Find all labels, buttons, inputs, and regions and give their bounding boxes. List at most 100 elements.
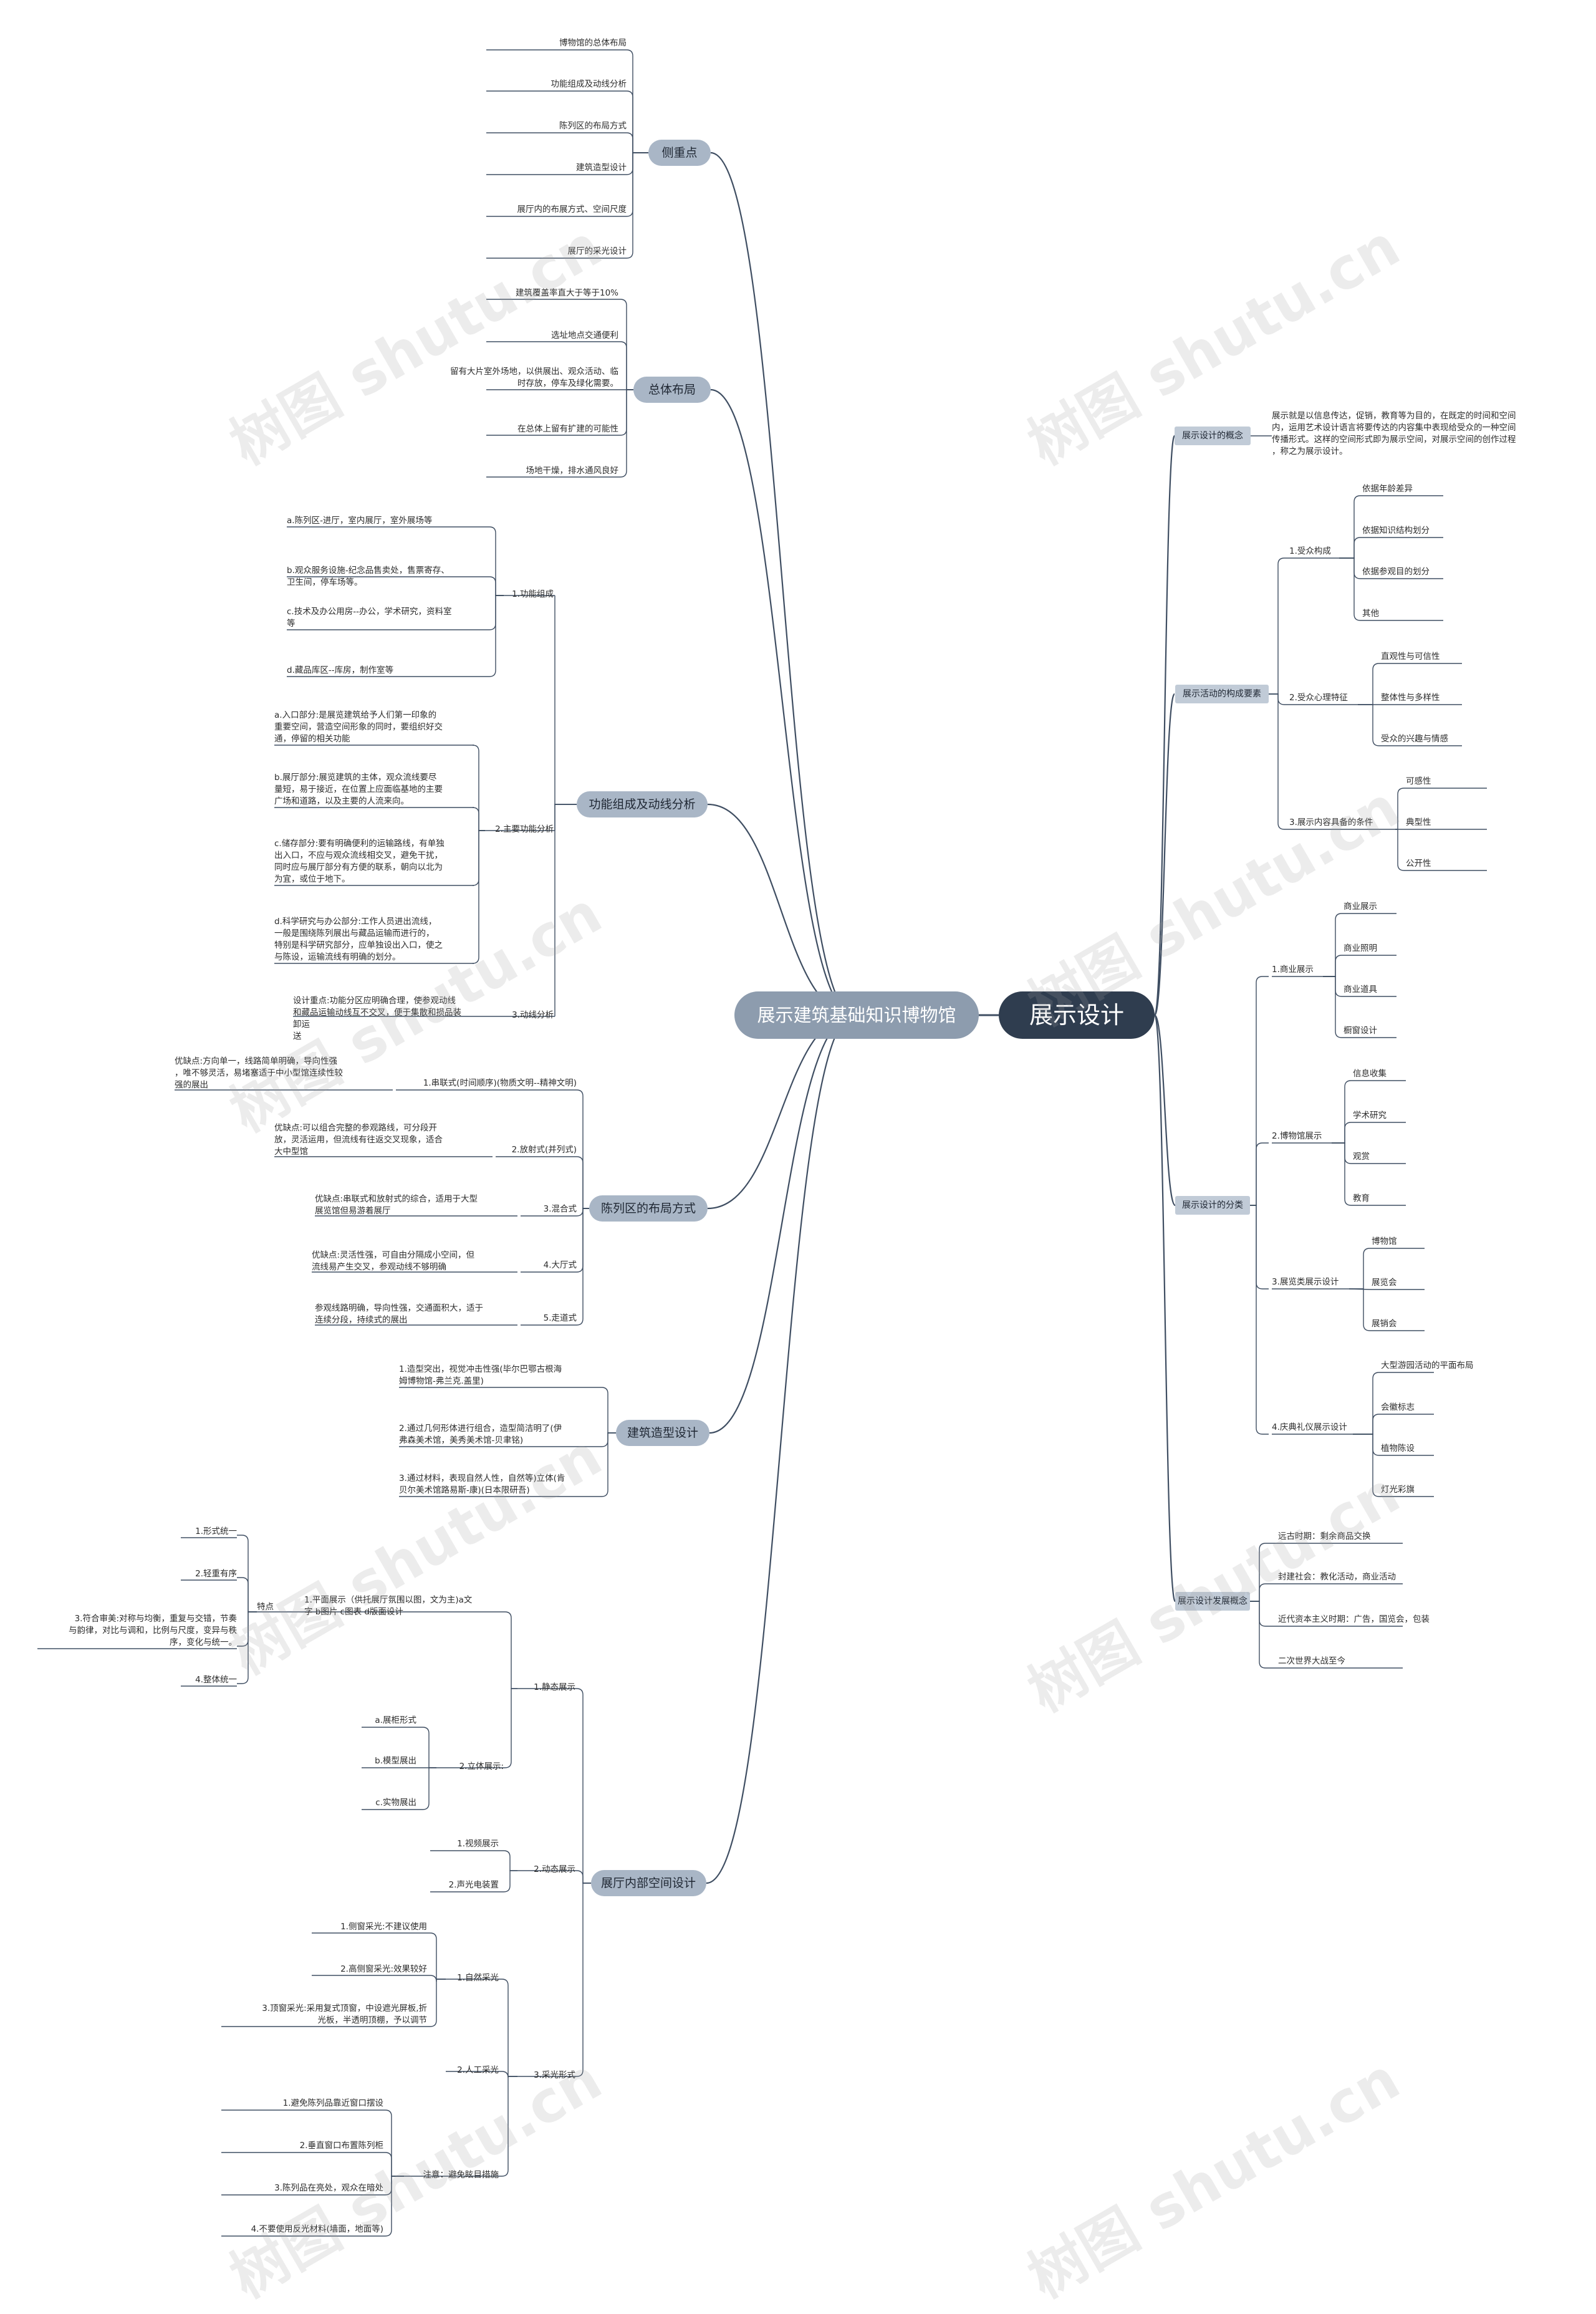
bracket-connector	[1353, 1414, 1381, 1435]
natural-light-item: 1.侧窗采光:不建议使用	[340, 1922, 427, 1932]
focus-item: 陈列区的布局方式	[559, 121, 627, 131]
function-composition-item: c.技术及办公用房--办公，学术研究，资料室 等	[287, 607, 452, 629]
architecture-form-item: 2.通过几何形体进行组合，造型简洁明了(伊 弗森美术馆，美秀美术馆-贝聿铭)	[399, 1424, 562, 1445]
glare-note-item: 3.陈列品在亮处，观众在暗处	[274, 2183, 383, 2193]
root-node-museum[interactable]: 展示建筑基础知识博物馆	[734, 991, 979, 1039]
bracket-connector	[626, 90, 648, 153]
flat-display-label: 1.平面展示（供托展厅氛围以图，文为主)a文 字 b图片 c图表 d版面设计	[304, 1595, 473, 1617]
glare-note-item: 2.垂直窗口布置陈列柜	[299, 2141, 383, 2151]
display-layout-label: 5.走道式	[543, 1313, 577, 1323]
focus-item: 功能组成及动线分析	[550, 79, 627, 89]
main-function-item: b.展厅部分:展览建筑的主体，观众流线要尽 量短，易于接近，在位置上应面临基地的…	[274, 773, 443, 806]
branch-focus[interactable]: 侧重点	[648, 140, 711, 166]
bracket-connector	[1332, 1142, 1353, 1164]
flat-display-feature: 4.整体统一	[195, 1675, 237, 1685]
category-item: 展览会	[1372, 1278, 1397, 1288]
activity-element-item: 公开性	[1406, 859, 1431, 869]
lighting-form-label: 3.采光形式	[534, 2070, 575, 2080]
dynamic-display-item: 1.视频展示	[457, 1839, 499, 1849]
display-layout-label: 4.大厅式	[543, 1260, 577, 1270]
natural-light-item: 2.高侧窗采光:效果较好	[340, 1964, 427, 1974]
bracket-connector	[383, 2176, 404, 2196]
category-label: 4.庆典礼仪展示设计	[1272, 1422, 1347, 1432]
bracket-connector	[383, 2109, 404, 2177]
function-composition-label: 1.功能组成	[512, 589, 554, 599]
branch-design-concept[interactable]: 展示设计的概念	[1175, 427, 1251, 445]
history-item: 封建社会：教化活动，商业活动	[1278, 1572, 1396, 1582]
focus-item: 展厅的采光设计	[567, 246, 627, 256]
site-layout-item: 留有大片室外场地，以供展出、观众活动、临 时存放，停车及绿化需要。	[450, 367, 618, 388]
category-item: 商业道具	[1344, 985, 1377, 995]
branch-design-categories[interactable]: 展示设计的分类	[1175, 1196, 1250, 1215]
bracket-connector	[1269, 557, 1289, 695]
activity-element-item: 依据知识结构划分	[1362, 526, 1430, 536]
bracket-connector	[598, 1432, 616, 1497]
category-label: 2.博物馆展示	[1272, 1131, 1322, 1141]
bracket-connector	[1250, 1543, 1272, 1602]
function-composition-item: d.藏品库区--库房，制作室等	[287, 665, 394, 675]
category-item: 商业照明	[1344, 943, 1377, 953]
display-layout-desc: 参观线路明确，导向性强，交通面积大，适于 连续分段，持续式的展出	[315, 1303, 483, 1325]
architecture-form-item: 3.通过材料，表现自然人性，自然等)立体(肯 贝尔美术馆路易斯-康)(日本限研吾…	[399, 1473, 565, 1495]
artificial-light-label: 2.人工采光	[457, 2065, 499, 2075]
bracket-connector	[1358, 704, 1381, 746]
activity-element-item: 整体性与多样性	[1381, 693, 1440, 703]
branch-connector	[1153, 693, 1176, 1016]
main-function-item: a.入口部分:是展览建筑给予人们第一印象的 重要空间，营造空间形象的同时，要组织…	[274, 710, 443, 744]
display-layout-desc: 优缺点:串联式和放射式的综合，适用于大型 展览馆但易游着展厅	[315, 1194, 478, 1216]
bracket-connector	[472, 807, 485, 831]
bracket-connector	[620, 389, 633, 478]
branch-activity-elements[interactable]: 展示活动的构成要素	[1175, 685, 1269, 703]
three-d-display-label: 2.立体展示:	[459, 1762, 504, 1772]
function-composition-item: a.陈列区-进厅，室内展厅，室外展场等	[287, 516, 433, 526]
branch-display-layout[interactable]: 陈列区的布局方式	[589, 1195, 708, 1222]
bracket-connector	[1332, 1080, 1353, 1144]
bracket-connector	[576, 1883, 591, 2077]
static-display-label: 1.静态展示	[534, 1682, 575, 1692]
category-item: 大型游园活动的平面布局	[1381, 1361, 1474, 1371]
branch-design-history[interactable]: 展示设计发展概念	[1175, 1592, 1250, 1611]
bracket-connector	[499, 1850, 517, 1871]
category-label: 3.展览类展示设计	[1272, 1277, 1339, 1287]
bracket-connector	[598, 1432, 616, 1447]
branch-connector	[1153, 1014, 1176, 1603]
bracket-connector	[1395, 829, 1406, 871]
bracket-connector	[576, 1089, 589, 1209]
display-layout-desc: 优缺点:灵活性强，可自由分隔成小空间，但 流线易产生交叉，参观动线不够明确	[312, 1250, 475, 1272]
activity-element-label: 1.受众构成	[1289, 546, 1331, 556]
bracket-connector	[499, 1979, 517, 2077]
bracket-connector	[1339, 495, 1362, 559]
bracket-connector	[1353, 1434, 1381, 1497]
bracket-connector	[626, 152, 648, 175]
branch-architecture-form[interactable]: 建筑造型设计	[616, 1420, 709, 1446]
bracket-connector	[576, 1208, 589, 1326]
main-function-item: c.储存部分:要有明确便利的运输路线，有单独 出入口，不应与观众流线相交叉，避免…	[274, 839, 445, 884]
main-function-label: 2.主要功能分析	[495, 824, 554, 834]
glare-note-label: 注意：避免眩目措施	[423, 2170, 499, 2180]
bracket-connector	[499, 1870, 517, 1892]
branch-function-flow[interactable]: 功能组成及动线分析	[577, 791, 708, 817]
bracket-connector	[383, 2152, 404, 2177]
bracket-connector	[489, 595, 504, 630]
branch-hall-interior[interactable]: 展厅内部空间设计	[590, 1870, 706, 1896]
branch-site-layout[interactable]: 总体布局	[633, 377, 711, 403]
bracket-connector	[1250, 1583, 1272, 1602]
bracket-connector	[554, 804, 577, 831]
bracket-connector	[489, 526, 504, 596]
activity-element-item: 直观性与可信性	[1381, 652, 1440, 662]
history-item: 二次世界大战至今	[1278, 1656, 1345, 1666]
history-item: 近代资本主义时期：广告，国览会，包装	[1278, 1614, 1430, 1624]
activity-element-item: 依据参观目的划分	[1362, 567, 1430, 577]
site-layout-item: 在总体上留有扩建的可能性	[517, 424, 618, 434]
site-layout-item: 选址地点交通便利	[551, 330, 618, 340]
bracket-connector	[1323, 976, 1344, 997]
activity-element-item: 其他	[1362, 609, 1379, 619]
bracket-connector	[416, 1767, 436, 1810]
focus-item: 博物馆的总体布局	[559, 38, 627, 48]
root-node-exhibition-design[interactable]: 展示设计	[999, 991, 1155, 1039]
glare-note-item: 4.不要使用反光材料(墙面，地面等)	[251, 2224, 383, 2234]
bracket-connector	[626, 132, 648, 153]
branch-connector	[706, 1014, 855, 1884]
bracket-connector	[1250, 1205, 1269, 1435]
